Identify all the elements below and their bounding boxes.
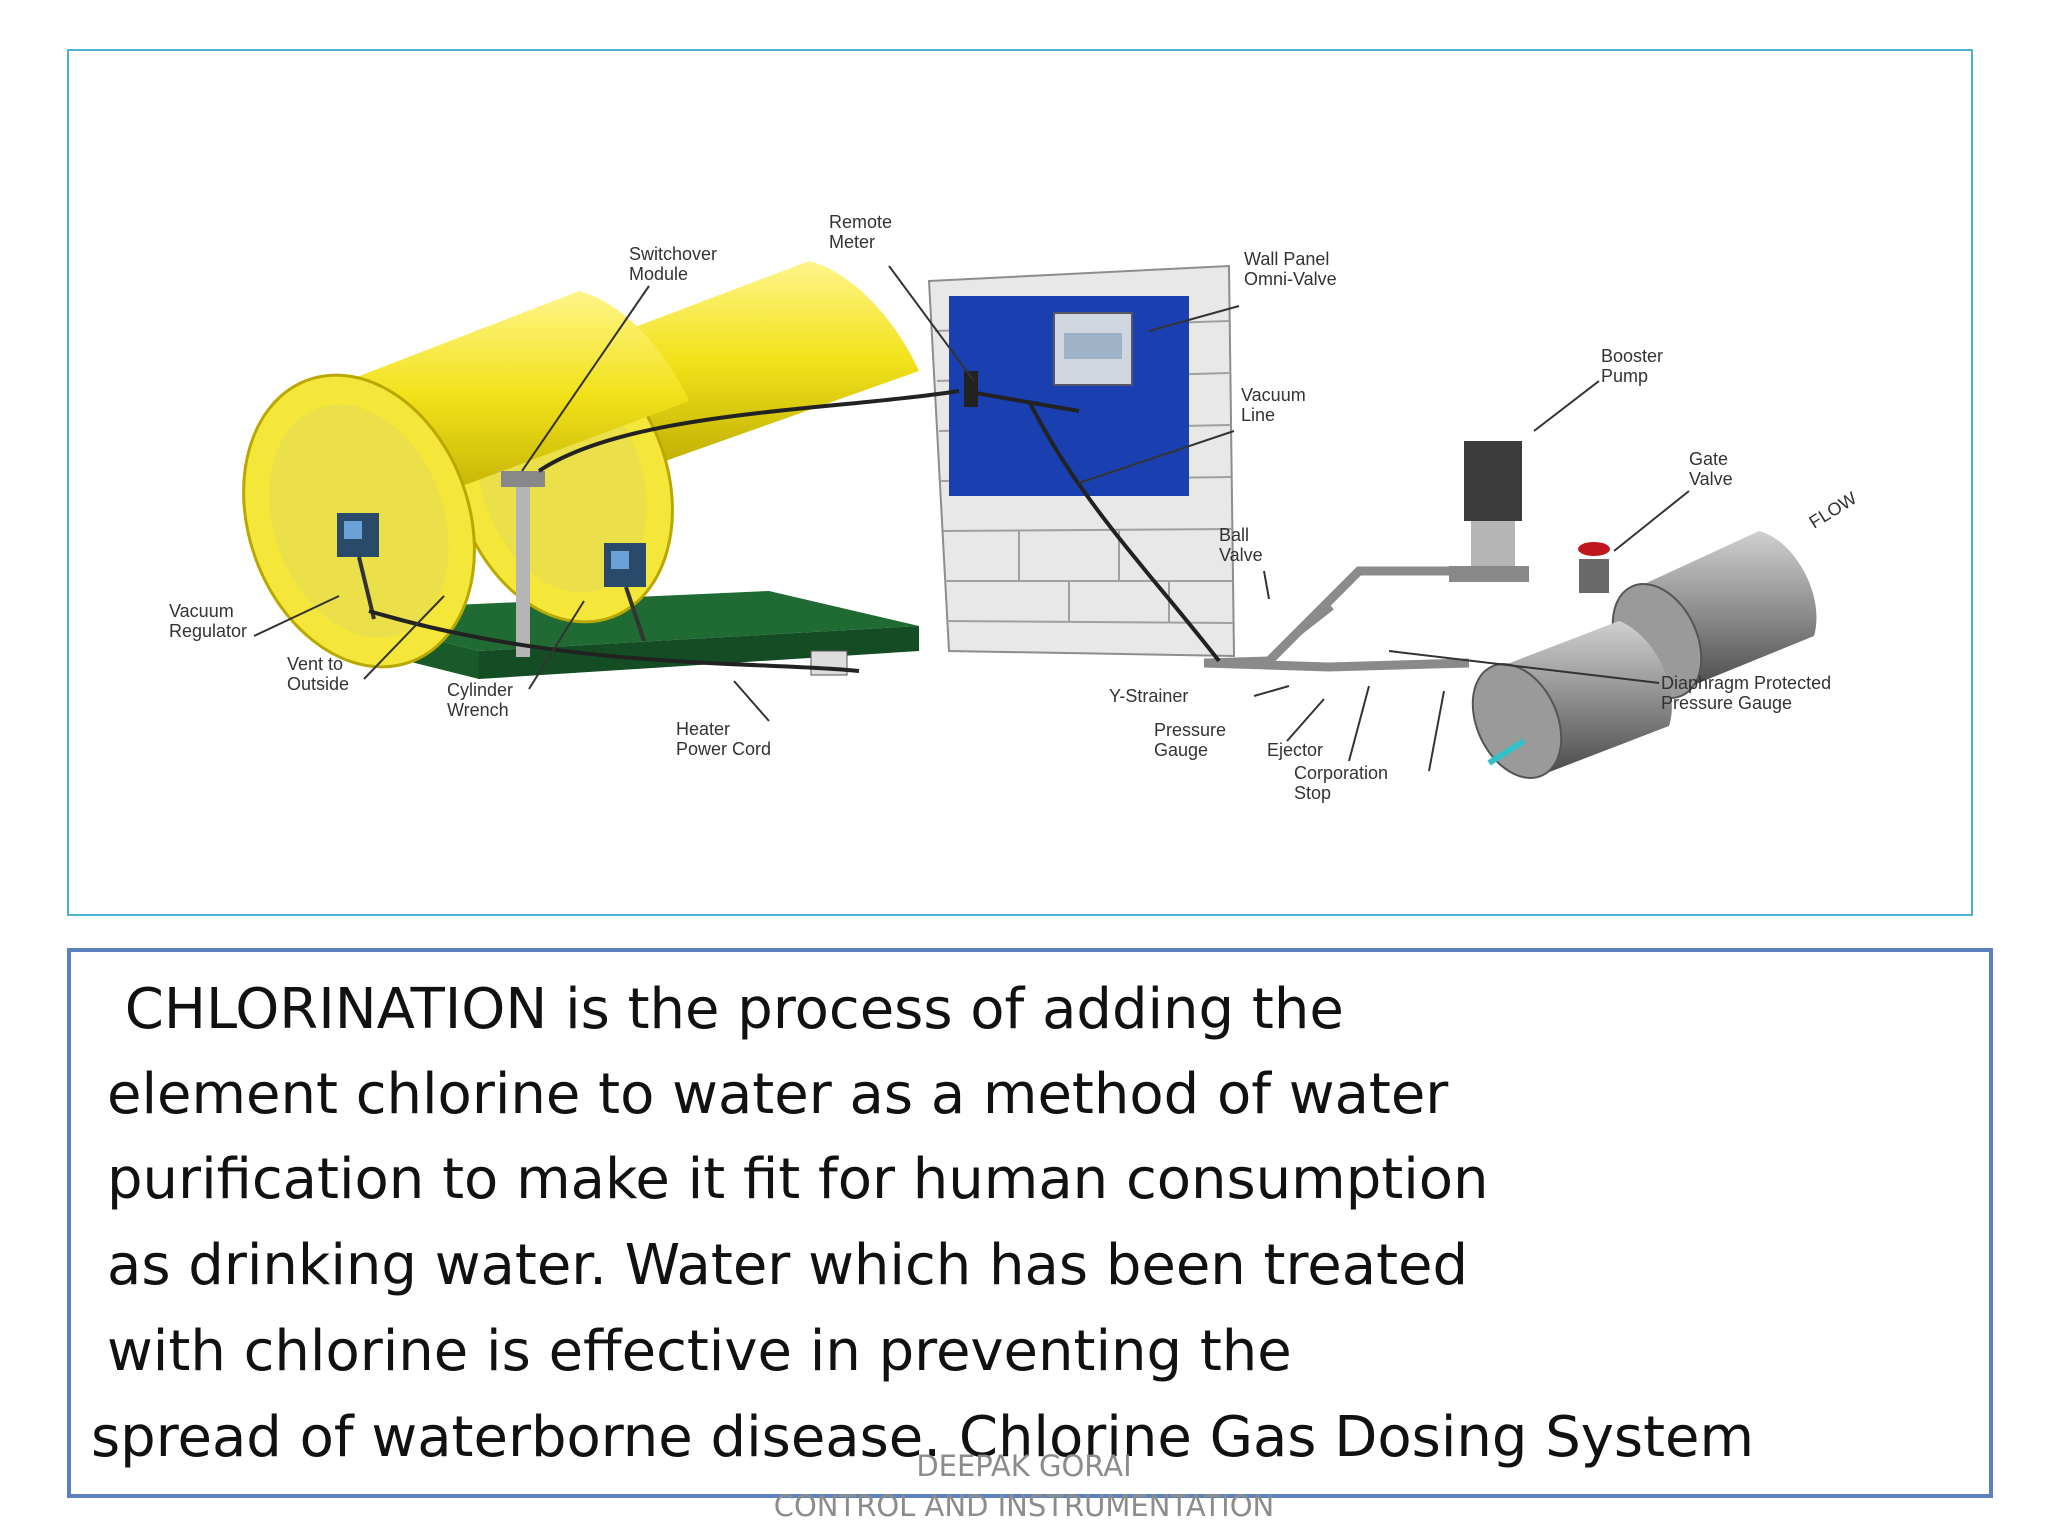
description-line: element chlorine to water as a method of… bbox=[107, 1062, 1449, 1127]
wall-panel-label: Wall Panel Omni-Valve bbox=[1244, 249, 1337, 289]
description-line: with chlorine is effective in preventing… bbox=[107, 1319, 1292, 1384]
svg-text:Module: Module bbox=[629, 264, 688, 284]
ball-valve-label: Ball Valve bbox=[1219, 525, 1263, 565]
description-line: as drinking water. Water which has been … bbox=[107, 1233, 1469, 1298]
footer-department: CONTROL AND INSTRUMENTATION bbox=[773, 1489, 1275, 1523]
svg-text:Omni-Valve: Omni-Valve bbox=[1244, 269, 1337, 289]
svg-text:Valve: Valve bbox=[1689, 469, 1733, 489]
remote-meter-label: Remote Meter bbox=[829, 212, 892, 252]
svg-text:Heater: Heater bbox=[676, 719, 730, 739]
ejector-label: Ejector bbox=[1267, 740, 1323, 760]
svg-text:Vacuum: Vacuum bbox=[1241, 385, 1306, 405]
svg-text:Booster: Booster bbox=[1601, 346, 1663, 366]
svg-text:Remote: Remote bbox=[829, 212, 892, 232]
svg-text:Pressure: Pressure bbox=[1154, 720, 1226, 740]
footer-author: DEEPAK GORAI bbox=[916, 1449, 1132, 1483]
svg-text:Valve: Valve bbox=[1219, 545, 1263, 565]
svg-text:Gauge: Gauge bbox=[1154, 740, 1208, 760]
chlorination-system-diagram: Remote Meter Switchover Module Wall Pane… bbox=[169, 212, 1861, 803]
vacuum-regulator-rear bbox=[604, 543, 646, 642]
svg-text:Meter: Meter bbox=[829, 232, 875, 252]
gate-valve-label: Gate Valve bbox=[1689, 449, 1733, 489]
vacuum-lines bbox=[368, 389, 1221, 673]
y-strainer-label: Y-Strainer bbox=[1109, 686, 1188, 706]
svg-text:Line: Line bbox=[1241, 405, 1275, 425]
vacuum-regulator-front bbox=[337, 513, 379, 620]
description-box bbox=[67, 948, 1993, 1498]
svg-text:Power Cord: Power Cord bbox=[676, 739, 771, 759]
svg-text:Corporation: Corporation bbox=[1294, 763, 1388, 783]
piping bbox=[1203, 566, 1509, 672]
svg-text:Regulator: Regulator bbox=[169, 621, 247, 641]
gate-valve bbox=[1578, 542, 1610, 593]
svg-text:Ball: Ball bbox=[1219, 525, 1249, 545]
svg-text:Vent to: Vent to bbox=[287, 654, 343, 674]
heater-power-cord-label: Heater Power Cord bbox=[676, 719, 771, 759]
flow-label: FLOW bbox=[1806, 488, 1861, 533]
description-line: CHLORINATION is the process of adding th… bbox=[107, 977, 1344, 1042]
booster-pump-label: Booster Pump bbox=[1601, 346, 1663, 386]
leader-lines bbox=[253, 265, 1690, 772]
corporation-stop-label: Corporation Stop bbox=[1294, 763, 1388, 803]
svg-text:Gate: Gate bbox=[1689, 449, 1728, 469]
cylinder-wrench-label: Cylinder Wrench bbox=[447, 680, 513, 720]
diagram-frame: Remote Meter Switchover Module Wall Pane… bbox=[67, 49, 1973, 916]
booster-pump bbox=[1449, 441, 1529, 582]
svg-text:Switchover: Switchover bbox=[629, 244, 717, 264]
svg-text:Wrench: Wrench bbox=[447, 700, 509, 720]
switchover-module-label: Switchover Module bbox=[629, 244, 717, 284]
vacuum-line-label: Vacuum Line bbox=[1241, 385, 1306, 425]
diaphragm-gauge-label: Diaphragm Protected Pressure Gauge bbox=[1661, 673, 1831, 713]
svg-text:Vacuum: Vacuum bbox=[169, 601, 234, 621]
svg-text:Diaphragm Protected: Diaphragm Protected bbox=[1661, 673, 1831, 693]
svg-text:Pump: Pump bbox=[1601, 366, 1648, 386]
svg-text:Outside: Outside bbox=[287, 674, 349, 694]
svg-text:Wall Panel: Wall Panel bbox=[1244, 249, 1329, 269]
svg-text:Pressure Gauge: Pressure Gauge bbox=[1661, 693, 1792, 713]
water-main-lower bbox=[1471, 621, 1672, 779]
omni-valve-panel bbox=[963, 312, 1133, 413]
switchover-mast bbox=[501, 471, 545, 657]
vent-to-outside-label: Vent to Outside bbox=[287, 654, 349, 694]
svg-text:Stop: Stop bbox=[1294, 783, 1331, 803]
description-line: spread of waterborne disease. Chlorine G… bbox=[91, 1405, 1755, 1470]
description-line: purification to make it fit for human co… bbox=[107, 1147, 1489, 1212]
pressure-gauge-label: Pressure Gauge bbox=[1154, 720, 1226, 760]
svg-text:Cylinder: Cylinder bbox=[447, 680, 513, 700]
vacuum-regulator-label: Vacuum Regulator bbox=[169, 601, 247, 641]
